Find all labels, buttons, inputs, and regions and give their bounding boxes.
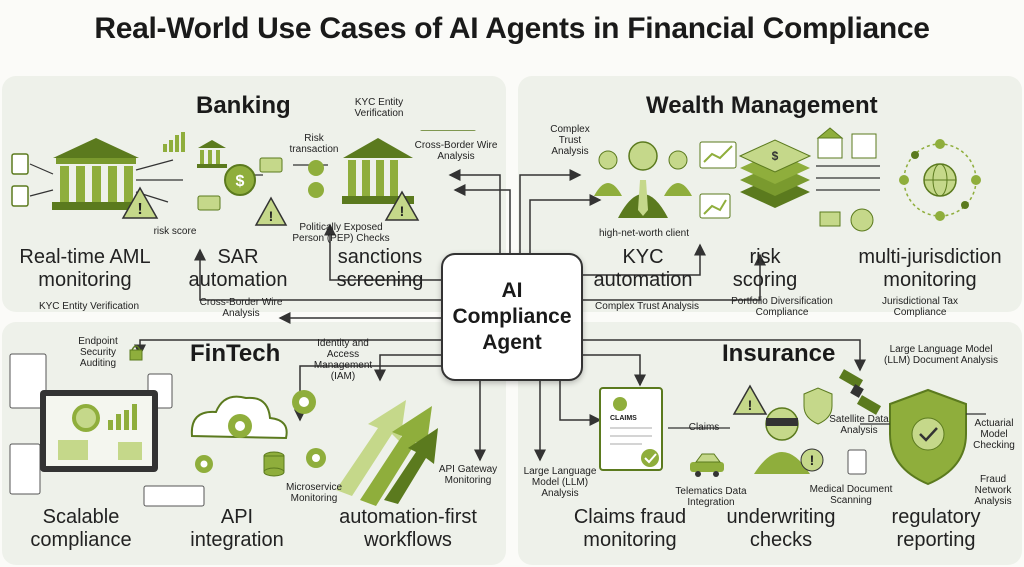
kyc-entity-top-label: KYC Entity Verification: [354, 97, 404, 119]
kyc-entity-bottom-label: KYC Entity Verification: [38, 301, 140, 312]
lock-icon: [129, 345, 143, 361]
banking-item-aml: Real-time AML monitoring: [19, 246, 151, 291]
insurance-illustration: ! !: [599, 369, 986, 486]
cloud-gear-icon: [190, 395, 288, 440]
shield-check-icon: [889, 388, 967, 486]
iam-label: Identity and Access Management (IAM): [313, 338, 373, 382]
svg-text:!: !: [400, 203, 405, 219]
fintech-item-scalable: Scalable compliance: [30, 506, 132, 551]
llm-top-label: Large Language Model (LLM) Document Anal…: [884, 344, 998, 366]
car-icon: [690, 453, 724, 477]
code-window-icon: [9, 353, 205, 507]
globe-icon: [899, 139, 981, 221]
bar-chart-icon: [163, 132, 185, 152]
insurance-title: Insurance: [722, 340, 836, 367]
insurance-item-regulatory: regulatory reporting: [891, 506, 981, 551]
banking-illustration: ! $ ! !: [11, 130, 476, 226]
pep-checks-label: Politically Exposed Person (PEP) Checks: [292, 222, 390, 244]
insurance-item-underwriting: underwriting checks: [726, 506, 836, 551]
fraud-network-label: Fraud Network Analysis: [974, 474, 1012, 507]
card-icon: [259, 157, 283, 173]
dollar-coin-icon: $: [224, 164, 256, 196]
portfolio-layers-icon: $: [738, 139, 812, 208]
warning-icon: !: [732, 384, 768, 415]
wealth-item-kyc: KYC automation: [593, 246, 693, 291]
fraudster-icon: [754, 407, 810, 474]
svg-text:$: $: [772, 149, 779, 163]
banking-item-sanctions: sanctions screening: [336, 246, 424, 291]
client-group-icon: [594, 141, 692, 218]
svg-text:$: $: [236, 173, 245, 190]
claims-document-icon: [599, 387, 663, 471]
complex-trust-bottom-label: Complex Trust Analysis: [595, 301, 699, 312]
bank-icon: [52, 138, 140, 210]
claims-arrow-label: Claims: [688, 422, 720, 433]
wealth-item-multi: multi-jurisdiction monitoring: [858, 246, 1002, 291]
small-coin-icon: [308, 182, 324, 198]
fintech-title: FinTech: [190, 340, 281, 367]
small-coin-icon: [308, 160, 324, 176]
warning-icon: !: [121, 186, 159, 219]
hnw-client-label: high-net-worth client: [598, 228, 690, 239]
microservice-label: Microservice Monitoring: [285, 482, 343, 504]
wealth-title: Wealth Management: [646, 92, 878, 119]
property-icon: [816, 127, 877, 232]
fintech-item-api: API integration: [190, 506, 284, 551]
line-chart-icon: [699, 141, 737, 219]
risk-score-label: risk score: [153, 226, 197, 237]
banking-panel: [2, 76, 506, 312]
endpoint-label: Endpoint Security Auditing: [78, 336, 118, 369]
ai-compliance-agent-hub: AI Compliance Agent: [441, 253, 583, 381]
wealth-illustration: $: [594, 127, 981, 232]
warning-icon: !: [254, 196, 288, 226]
medical-label: Medical Document Scanning: [809, 484, 893, 506]
alert-circle-icon: !: [800, 448, 824, 472]
cross-border-top-label: Cross-Border Wire Analysis: [414, 140, 498, 162]
satellite-label: Satellite Data Analysis: [829, 414, 889, 436]
llm-bottom-label: Large Language Model (LLM) Analysis: [523, 466, 597, 499]
growth-arrows-icon: [336, 400, 438, 506]
hub-line-3: Agent: [482, 331, 542, 354]
portfolio-label: Portfolio Diversification Compliance: [731, 296, 833, 318]
satellite-icon: [838, 369, 882, 415]
cross-border-bottom-label: Cross-Border Wire Analysis: [199, 297, 283, 319]
courthouse-icon: [342, 138, 414, 204]
api-gateway-label: API Gateway Monitoring: [438, 464, 498, 486]
svg-text:!: !: [269, 208, 274, 224]
svg-text:!: !: [748, 397, 753, 413]
warning-icon: !: [384, 190, 420, 221]
svg-text:!: !: [137, 201, 142, 218]
page-title: Real-World Use Cases of AI Agents in Fin…: [94, 12, 930, 45]
insurance-item-claims: Claims fraud monitoring: [573, 506, 687, 551]
fintech-item-automation: automation-first workflows: [339, 506, 477, 551]
risk-transaction-label: Risk transaction: [289, 133, 339, 155]
document-icon: [11, 153, 29, 207]
database-icon: [263, 451, 285, 477]
jurisdictional-label: Jurisdictional Tax Compliance: [882, 296, 958, 318]
gear-icon: [195, 390, 326, 473]
wealth-item-risk: risk scoring: [732, 246, 798, 291]
hub-line-2: Compliance: [452, 305, 572, 328]
actuarial-label: Actuarial Model Checking: [973, 418, 1015, 451]
telematics-label: Telematics Data Integration: [675, 486, 747, 508]
small-shield-icon: [803, 387, 833, 425]
banking-title: Banking: [196, 92, 291, 119]
svg-text:!: !: [810, 452, 815, 468]
fintech-illustration: [9, 345, 438, 507]
medical-document-icon: [847, 449, 867, 475]
banking-item-sar: SAR automation: [188, 246, 288, 291]
small-bank-icon: [197, 140, 227, 168]
card-icon: [197, 195, 221, 211]
dashboard-icon: [40, 390, 158, 472]
claims-doc-label: CLAIMS: [610, 415, 637, 422]
hub-line-1: AI: [501, 279, 523, 302]
complex-trust-top-label: Complex Trust Analysis: [550, 124, 590, 157]
